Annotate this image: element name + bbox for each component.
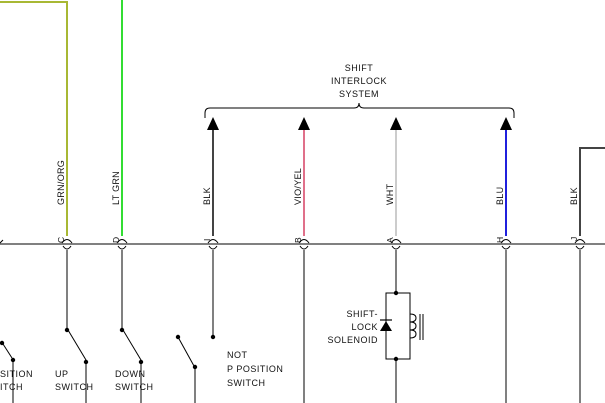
arrow-head-i (207, 117, 219, 130)
terminal-d-top (116, 239, 128, 244)
solenoid-box (385, 292, 411, 360)
wire-name-c: GRN/ORG (56, 160, 66, 205)
pin-label-c: C (56, 237, 66, 243)
pin-label-i: I (202, 239, 212, 241)
system-bracket (204, 102, 515, 118)
not-p-lever (177, 336, 195, 367)
down-switch-label-line1: DOWN (115, 369, 146, 379)
dot-up-2 (83, 359, 89, 365)
system-label-line2: INTERLOCK (331, 76, 387, 86)
terminal-i-top (207, 239, 219, 244)
pin-terminals (0, 239, 586, 250)
up-switch-lever (67, 329, 87, 361)
terminal-h-top (500, 239, 512, 244)
contact-dots (0, 290, 399, 370)
left-switch-lever (2, 343, 13, 359)
dot-notp-3 (192, 364, 198, 370)
wire-name-d: LT GRN (111, 171, 121, 205)
arrow-head-b (298, 117, 310, 130)
system-label-line1: SHIFT (345, 63, 374, 73)
lower-circuit (2, 250, 581, 403)
wire-grn-org-upper (0, 1, 68, 236)
terminal-b-bot (299, 245, 309, 250)
wire-name-i: BLK (202, 187, 212, 205)
arrow-head-h (500, 117, 512, 130)
coil-icon (409, 313, 417, 339)
solenoid-label-line1: SHIFT- (347, 309, 379, 319)
terminal-j-bot (575, 245, 585, 250)
pin-label-j: J (569, 237, 579, 241)
terminal-c-bot (62, 245, 72, 250)
system-label-line3: SYSTEM (339, 89, 379, 99)
terminal-a-bot (391, 245, 401, 250)
terminal-left-edge (0, 239, 4, 244)
terminal-j-top (574, 239, 586, 244)
left-switch-label-line2: ITCH (0, 382, 23, 392)
not-p-switch-label-line3: SWITCH (227, 378, 266, 388)
dot-sol-2 (393, 356, 399, 362)
wire-name-a: WHT (385, 183, 395, 205)
pin-label-d: D (111, 237, 121, 243)
not-p-switch-label-line2: P POSITION (227, 364, 283, 374)
dot-left-sw-2 (10, 357, 16, 363)
diode-icon (380, 321, 392, 331)
pin-label-h: H (495, 237, 505, 243)
terminal-i-bot (208, 245, 218, 250)
terminal-a-top (390, 239, 402, 244)
up-switch-label-line1: UP (55, 369, 69, 379)
wire-name-b: VIO/YEL (293, 168, 303, 205)
down-switch-label-line2: SWITCH (115, 382, 154, 392)
not-p-switch-label-line1: NOT (227, 350, 248, 360)
dot-down-2 (138, 359, 144, 365)
terminal-d-bot (117, 245, 127, 250)
wire-name-j: BLK (569, 187, 579, 205)
pin-label-a: A (385, 237, 395, 243)
dot-notp-2 (175, 334, 181, 340)
dot-notp-1 (210, 334, 216, 340)
terminal-c-top (61, 239, 73, 244)
terminal-b-top (298, 239, 310, 244)
wire-blk-j (579, 147, 605, 236)
dot-sol-1 (393, 290, 399, 296)
dot-down-1 (119, 327, 125, 333)
solenoid-label-line2: LOCK (351, 322, 378, 332)
solenoid-label-line3: SOLENOID (327, 335, 378, 345)
up-switch-label-line2: SWITCH (55, 382, 94, 392)
pin-label-b: B (293, 237, 303, 243)
arrow-head-a (390, 117, 402, 130)
left-switch-label-line1: SITION (0, 369, 33, 379)
down-switch-lever (122, 329, 142, 361)
wire-name-h: BLU (495, 187, 505, 205)
terminal-h-bot (501, 245, 511, 250)
dot-left-sw-1 (0, 340, 5, 346)
dot-up-1 (64, 327, 70, 333)
